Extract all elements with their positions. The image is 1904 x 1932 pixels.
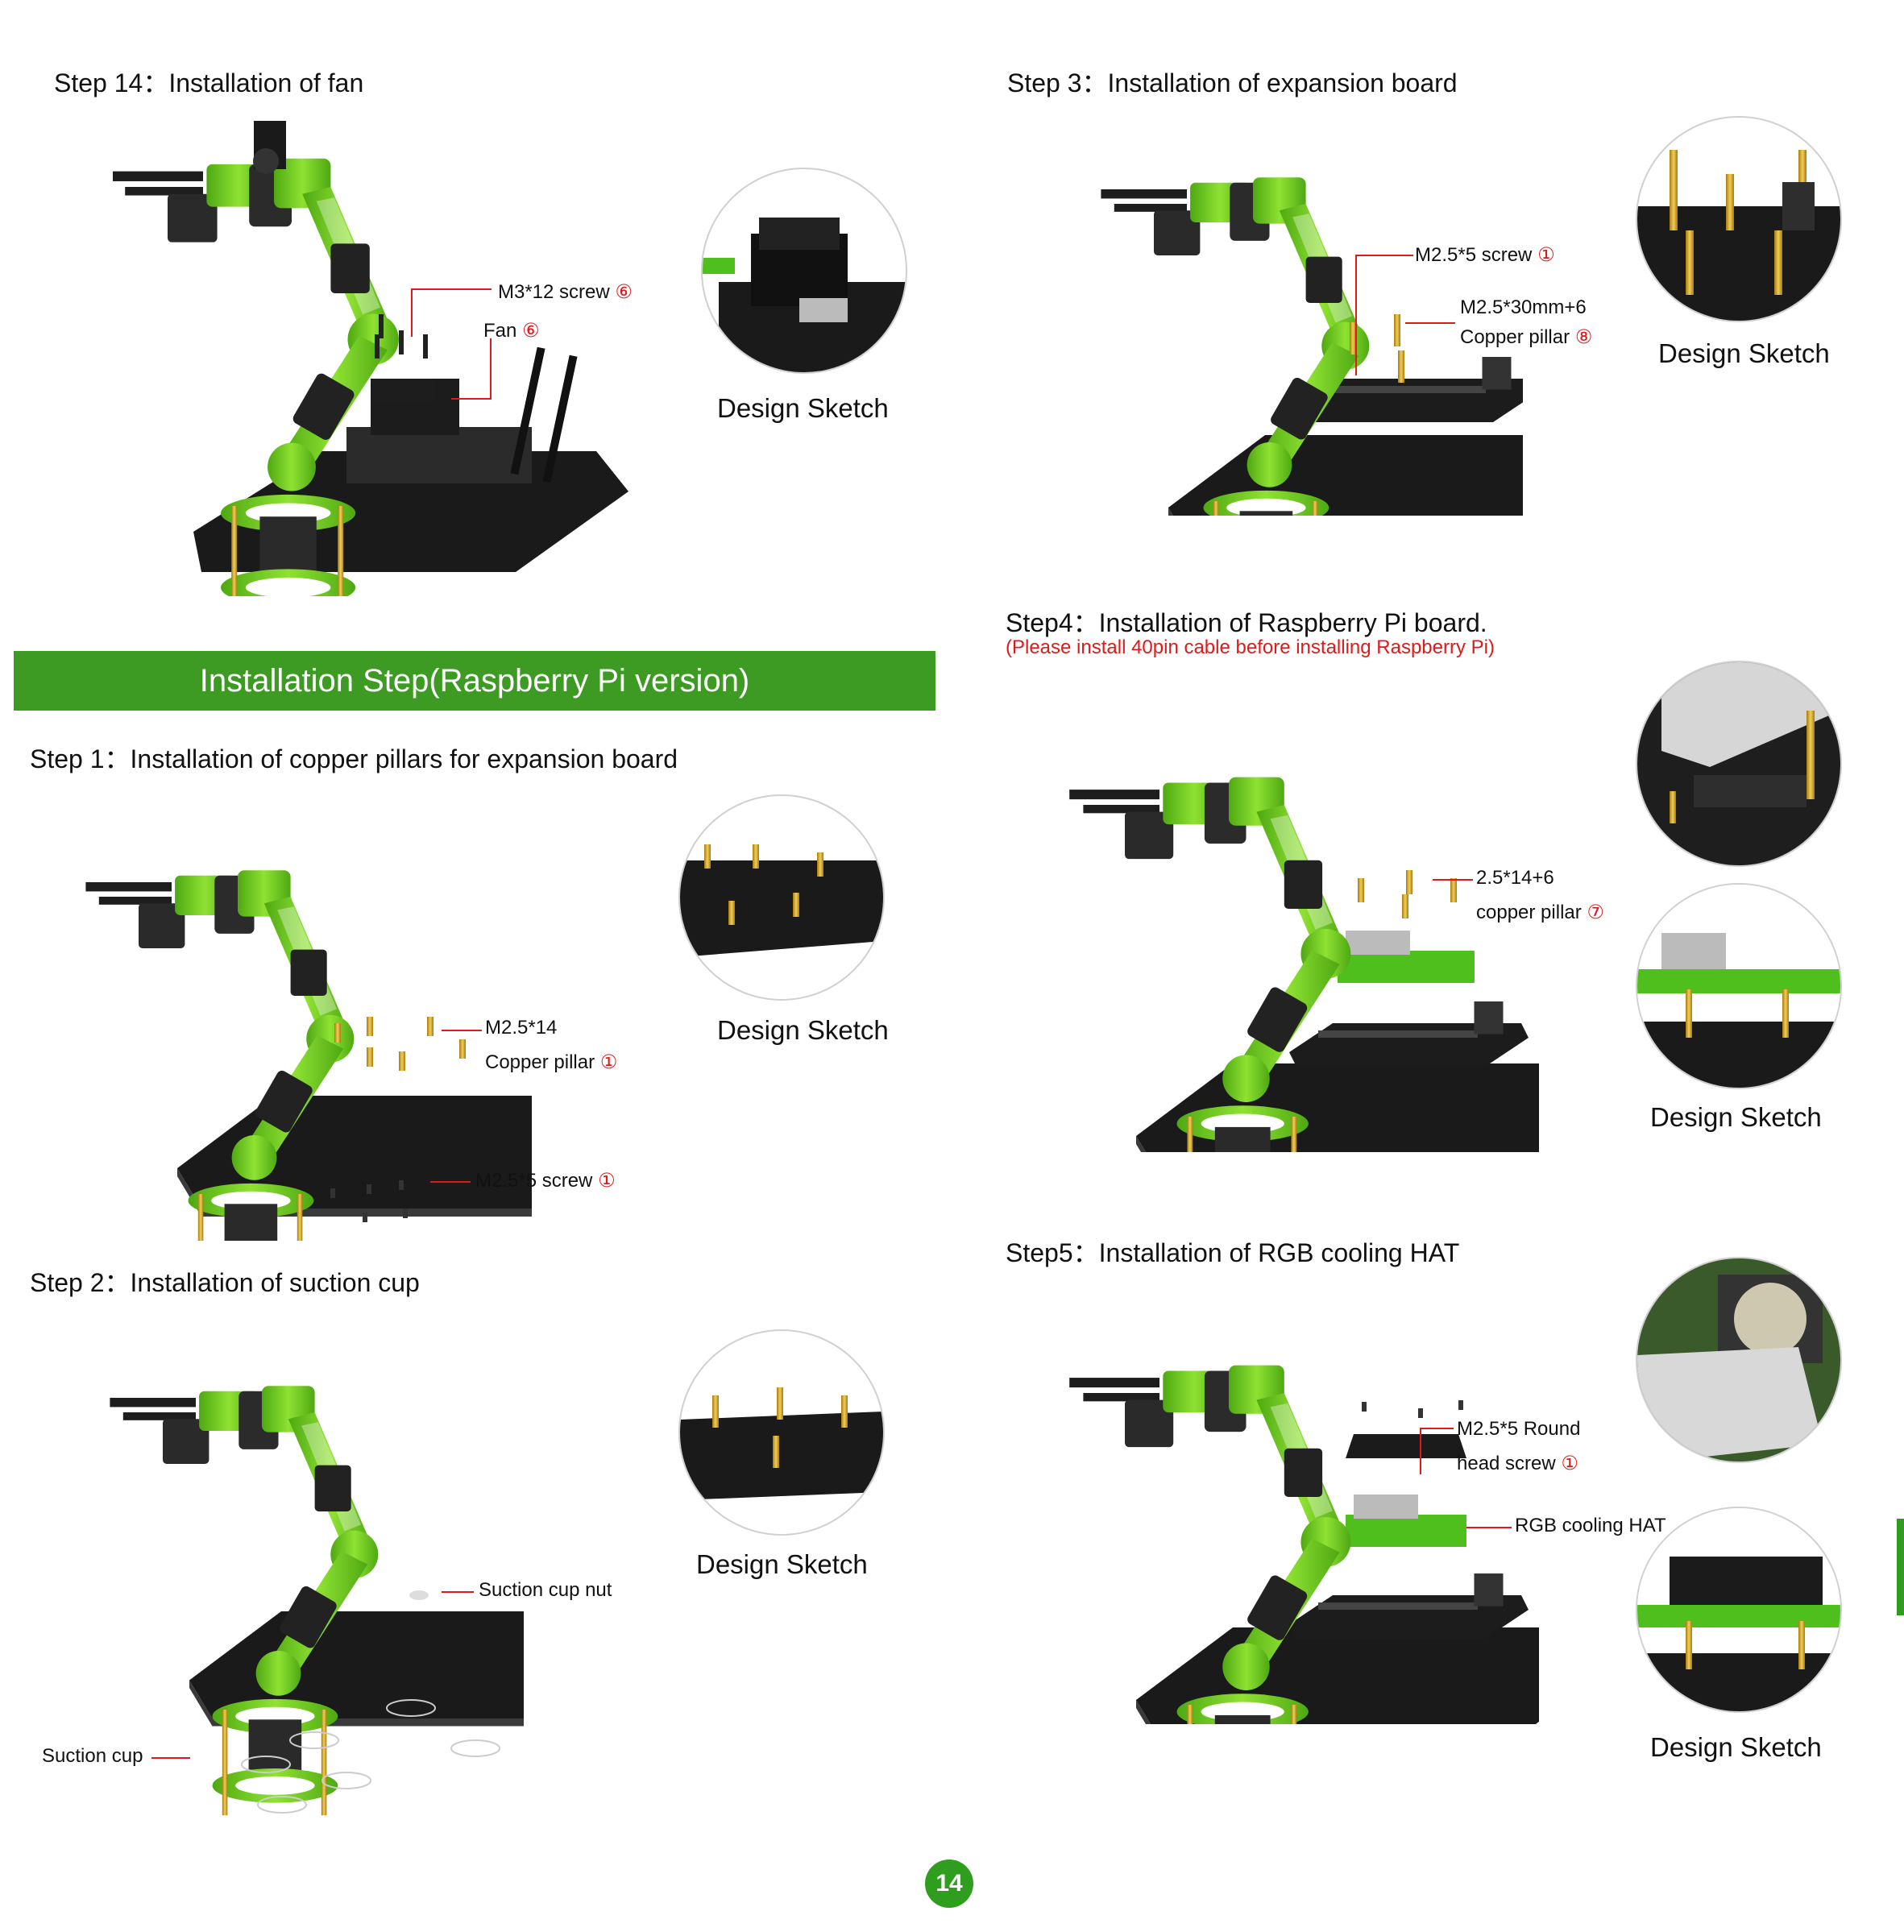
- leader-line: [1405, 322, 1455, 324]
- callout-round-screw: M2.5*5 Round: [1457, 1418, 1580, 1441]
- callout-suction-nut: Suction cup nut: [479, 1579, 612, 1601]
- leader-line: [1420, 1428, 1454, 1429]
- step1-title: Step 1：Installation of copper pillars fo…: [30, 744, 678, 773]
- design-sketch-label: Design Sketch: [717, 1015, 889, 1045]
- callout-pillar: M2.5*30mm+6: [1460, 296, 1587, 319]
- callout-text: Copper pillar: [485, 1051, 595, 1073]
- leader-line: [1355, 255, 1413, 256]
- page-number: 14: [925, 1859, 973, 1908]
- callout-number: ⑧: [1574, 326, 1593, 348]
- leader-line: [1355, 255, 1357, 375]
- callout-pillar: Copper pillar ⑧: [1460, 325, 1592, 349]
- callout-text: M2.5*5 screw: [1415, 244, 1533, 266]
- leader-line: [430, 1181, 471, 1183]
- leader-line: [1466, 1527, 1512, 1528]
- leader-line: [442, 1591, 474, 1593]
- step4-note: (Please install 40pin cable before insta…: [1006, 636, 1495, 658]
- callout-text: M2.5*5 screw: [475, 1170, 593, 1192]
- callout-text: M2.5*14: [485, 1017, 558, 1039]
- step14-illustration: [113, 121, 628, 596]
- step14-title: Step 14：Installation of fan: [54, 68, 364, 97]
- design-sketch-label: Design Sketch: [696, 1549, 868, 1579]
- design-sketch-circle: [1636, 116, 1842, 322]
- callout-text: head screw: [1457, 1453, 1556, 1474]
- callout-m2-screw: M2.5*5 screw ①: [475, 1169, 616, 1192]
- step5-title: Step5：Installation of RGB cooling HAT: [1006, 1238, 1460, 1267]
- step3-illustration: [1101, 177, 1523, 516]
- callout-number: ⑥: [615, 281, 633, 303]
- leader-line: [1420, 1428, 1421, 1474]
- callout-m2-screw: M2.5*5 screw ①: [1415, 243, 1555, 267]
- leader-line: [490, 338, 492, 400]
- callout-pillar: copper pillar ⑦: [1476, 901, 1604, 924]
- design-sketch-circle: [678, 1329, 885, 1536]
- leader-line: [1433, 879, 1473, 881]
- step1-illustration: [85, 870, 532, 1241]
- leader-line: [151, 1757, 190, 1759]
- step4-illustration: [1069, 777, 1539, 1152]
- leader-line: [411, 288, 413, 337]
- callout-number: ①: [1537, 244, 1555, 266]
- callout-rgb-hat: RGB cooling HAT: [1515, 1515, 1666, 1536]
- callout-suction-cup: Suction cup: [42, 1745, 143, 1767]
- callout-text: Copper pillar: [1460, 326, 1570, 348]
- design-sketch-circle: [1636, 661, 1842, 867]
- step3-title: Step 3：Installation of expansion board: [1007, 68, 1458, 97]
- section-banner: Installation Step(Raspberry Pi version): [14, 651, 935, 711]
- leader-line: [442, 1030, 482, 1031]
- step5-illustration: [1069, 1365, 1539, 1724]
- design-sketch-label: Design Sketch: [1658, 338, 1830, 368]
- callout-text: Fan: [483, 320, 517, 342]
- callout-text: copper pillar: [1476, 902, 1582, 923]
- step2-illustration: [110, 1386, 524, 1816]
- callout-number: ⑥: [522, 320, 540, 342]
- step4-title: Step4：Installation of Raspberry Pi board…: [1006, 608, 1487, 637]
- design-sketch-circle: [701, 168, 907, 374]
- callout-pillar: 2.5*14+6: [1476, 867, 1554, 889]
- step2-title: Step 2：Installation of suction cup: [30, 1268, 420, 1297]
- design-sketch-circle: [1636, 1257, 1842, 1463]
- callout-round-screw: head screw ①: [1457, 1452, 1578, 1475]
- design-sketch-label: Design Sketch: [717, 393, 889, 423]
- callout-text: 2.5*14+6: [1476, 867, 1554, 889]
- callout-number: ⑦: [1587, 902, 1604, 923]
- leader-line: [451, 398, 492, 400]
- callout-text: M2.5*5 Round: [1457, 1418, 1581, 1440]
- callout-fan: Fan ⑥: [483, 319, 540, 342]
- design-sketch-label: Design Sketch: [1650, 1732, 1822, 1762]
- design-sketch-circle: [1636, 1507, 1842, 1713]
- design-sketch-label: Design Sketch: [1650, 1102, 1822, 1132]
- leader-line: [411, 288, 492, 290]
- design-sketch-circle: [678, 794, 885, 1001]
- callout-number: ①: [1561, 1453, 1578, 1474]
- callout-pillar: M2.5*14: [485, 1017, 557, 1039]
- callout-text: M2.5*30mm+6: [1460, 296, 1587, 318]
- callout-m3-screw: M3*12 screw ⑥: [498, 280, 633, 304]
- callout-pillar: Copper pillar ①: [485, 1051, 617, 1074]
- callout-number: ①: [599, 1051, 618, 1073]
- callout-number: ①: [598, 1170, 616, 1192]
- side-tab-marker: [1897, 1519, 1904, 1615]
- callout-text: M3*12 screw: [498, 281, 610, 303]
- design-sketch-circle: [1636, 883, 1842, 1089]
